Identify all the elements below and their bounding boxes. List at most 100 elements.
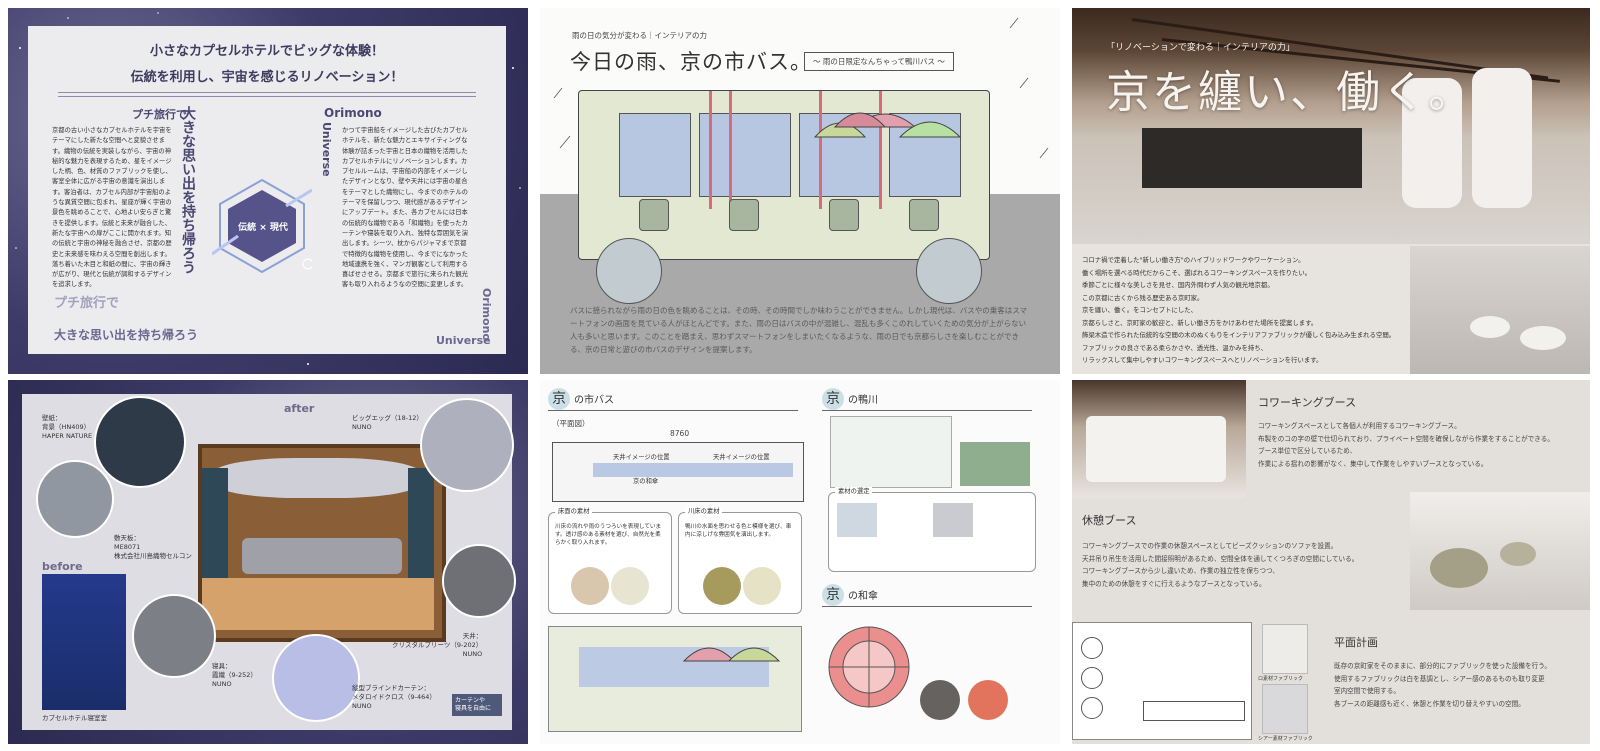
right-vertical-title: Universe — [320, 122, 333, 177]
bed-swatch — [36, 460, 114, 538]
blind-label: 縦型ブラインドカーテン： メタロイドクロス（9-464） NUNO — [352, 684, 436, 710]
river-section-title: 京の鴨川 — [822, 388, 878, 410]
umbrella-swatch — [968, 680, 1008, 720]
back-wall — [1142, 128, 1362, 188]
headline-2: 伝統を利用し、宇宙を感じるリノベーション！ — [130, 70, 404, 85]
plan-text: 既存の京町家をそのままに、部分的にファブリックを使った設備を行う。 使用するファ… — [1334, 662, 1551, 708]
after-label: after — [284, 402, 315, 415]
description: バスに揺られながら雨の日の色を眺めることは、その時、その時間でしか味わうことがで… — [570, 306, 1028, 354]
booth-row — [1086, 416, 1226, 482]
interior-photo — [1072, 8, 1590, 244]
ceiling-swatch — [420, 398, 514, 492]
bus-pole — [879, 91, 882, 209]
plan-title: 平面計画 — [1334, 636, 1378, 649]
floor — [202, 578, 434, 630]
capsule-hotel-board: 小さなカプセルホテルでビッグな体験！ 伝統を利用し、宇宙を感じるリノベーション！… — [8, 8, 528, 374]
river-material-text: 鴨川の水面を思わせる色と模様を選び、車内に涼しげな雰囲気を演出します。 — [685, 524, 792, 538]
river-sketch — [830, 416, 952, 488]
plan-circle — [1081, 637, 1103, 659]
subtitle-tag: ～ 雨の日限定なんちゃって鴨川バス ～ — [804, 52, 954, 71]
seat — [909, 199, 939, 231]
kyo-badge: 京 — [822, 584, 844, 606]
bus-plan: 天井イメージの位置 天井イメージの位置 京の和傘 — [552, 442, 804, 502]
rain-lines — [553, 17, 1049, 159]
rain-bus-board: 雨の日の気分が変わる｜インテリアの力 今日の雨、京の市バス。 ～ 雨の日限定なん… — [540, 8, 1060, 374]
bean-cushion — [1520, 326, 1566, 350]
coworking-detail-board: コワーキングブース コワーキングスペースとして各個人が利用するコワーキングブース… — [1072, 380, 1590, 744]
bus-interior-sketch — [548, 626, 802, 732]
bus-body — [578, 90, 990, 260]
river-photo — [960, 442, 1030, 486]
concept-line: ファブリックの良さである柔らかさや、透光性、温かみを持ち、 — [1082, 343, 1268, 352]
room-render — [198, 444, 446, 642]
curtain-swatch — [442, 544, 516, 618]
before-caption: カプセルホテル寝室室 — [42, 714, 107, 722]
fabric-swatch — [743, 567, 781, 605]
kyo-badge: 京 — [822, 388, 844, 410]
seat — [639, 199, 669, 231]
divider — [58, 92, 476, 93]
booth-panel — [1402, 78, 1462, 208]
note-badge: カーテンや 寝具を自由に — [452, 694, 502, 716]
bus-wheel — [596, 238, 662, 304]
right-heading: Orimono — [324, 106, 382, 120]
material-selection-box: 素材の選定 — [828, 487, 1036, 572]
concept-line: 京を纏い、働く。をコンセプトにした、 — [1082, 306, 1198, 314]
rest-text: コワーキングブースでの作業の休憩スペースとしてビーズクッションのソファを設置。 … — [1082, 542, 1359, 588]
before-photo — [42, 574, 126, 710]
booth-title: コワーキングブース — [1258, 396, 1357, 409]
content-card: 小さなカプセルホテルでビッグな体験！ 伝統を利用し、宇宙を感じるリノベーション！… — [28, 26, 506, 354]
concept-line: 季節ごとに様々な美しさを見せ、国内外問わず人気の観光地京都。 — [1082, 281, 1274, 289]
fabric-swatch — [571, 567, 609, 605]
divider — [548, 410, 798, 411]
kyo-badge: 京 — [548, 388, 570, 410]
floor-material-text: 川床の流れや雨のうつろいを表現しています。透け感のある素材を選び、自然光を柔らか… — [555, 524, 662, 546]
bean-cushion — [1470, 316, 1510, 338]
before-label: before — [42, 560, 83, 573]
concept-line: 京都らしさと、京町家の歓迎と、新しい働き方をかけあわせた場所を提案します。 — [1082, 318, 1318, 327]
seat — [829, 199, 859, 231]
rest-title: 休憩ブース — [1082, 514, 1137, 527]
footer-right-line2: Universe — [436, 334, 491, 347]
river-material-box: 川床の素材 鴨川の水面を思わせる色と模様を選び、車内に涼しげな雰囲気を演出します… — [678, 507, 802, 614]
booth-text: コワーキングスペースとして各個人が利用するコワーキングブース。 布製をのコの字の… — [1258, 422, 1554, 468]
curtain — [408, 468, 434, 578]
footer-left-line1: プチ旅行で — [54, 296, 120, 311]
left-body-text: 京都の古い小さなカプセルホテルを宇宙をテーマにした新たな空間へと変貌させます。織… — [52, 127, 172, 289]
umbrella-section-title: 京の和傘 — [822, 584, 878, 606]
bed — [242, 538, 402, 574]
divider — [58, 96, 476, 97]
umbrella-canopy-icon — [813, 112, 962, 138]
blind-swatch — [272, 634, 360, 722]
bus-pole — [819, 91, 822, 209]
fabric-ceiling — [212, 458, 422, 498]
coworking-hero-board: 「リノベーションで変わる｜インテリアの力」 京を纏い、働く。 コロナ禍で定着した… — [1072, 8, 1590, 374]
hero-title: 京を纏い、働く。 — [1106, 67, 1474, 118]
floor-material-box: 床面の素材 川床の流れや雨のうつろいを表現しています。透け感のある素材を選び、自… — [548, 507, 672, 614]
hex-label: 伝統 × 現代 — [238, 223, 288, 233]
concept-line: コロナ禍で定着した"新しい働き方"のハイブリッドワークやワーケーション。 — [1082, 256, 1305, 264]
headline-1: 小さなカプセルホテルでビッグな体験！ — [149, 44, 384, 59]
umbrella-swatch — [920, 680, 960, 720]
bus-pole — [729, 91, 732, 209]
floor-plan — [1072, 622, 1252, 740]
bus-river-umbrella-sheet: 京の市バス （平面図） 8760 天井イメージの位置 天井イメージの位置 京の和… — [540, 380, 1060, 744]
fabric-sample — [837, 503, 877, 537]
concept-line: 働く場所を選べる時代だからこそ、選ばれるコワーキングスペースを作りたい。 — [1082, 268, 1312, 277]
concept-line: 飾梁木造で作られた伝統的な空間の木のぬくもりをインテリアファブリックが優しく包み… — [1082, 331, 1396, 339]
left-vertical-title: 大きな思い出を持ち帰ろう — [180, 106, 196, 274]
ceiling-label: 天井： クリスタルプリーツ（9-202） NUNO — [392, 632, 483, 658]
material-card: after before 壁紙： 背景（HN409） HAPER NATURE … — [22, 394, 516, 730]
bigegg-label: ビッグエッグ（18-12） NUNO — [352, 414, 423, 431]
bean-bag — [1500, 542, 1536, 566]
plan-booths — [1143, 701, 1245, 721]
fabric-sample-2 — [1262, 684, 1308, 734]
fabric-swatch — [611, 567, 649, 605]
fabric-sample — [933, 503, 973, 537]
concept-text: コロナ禍で定着した"新しい働き方"のハイブリッドワークやワーケーション。 働く場… — [1082, 254, 1412, 367]
footer-left-line2: 大きな思い出を持ち帰ろう — [54, 328, 199, 342]
hexagon-emblem-icon — [212, 178, 312, 274]
fabric-sample-2-label: シアー素材ファブリック — [1258, 736, 1313, 742]
fabric-swatch — [703, 567, 741, 605]
plan-circle — [1081, 667, 1103, 689]
